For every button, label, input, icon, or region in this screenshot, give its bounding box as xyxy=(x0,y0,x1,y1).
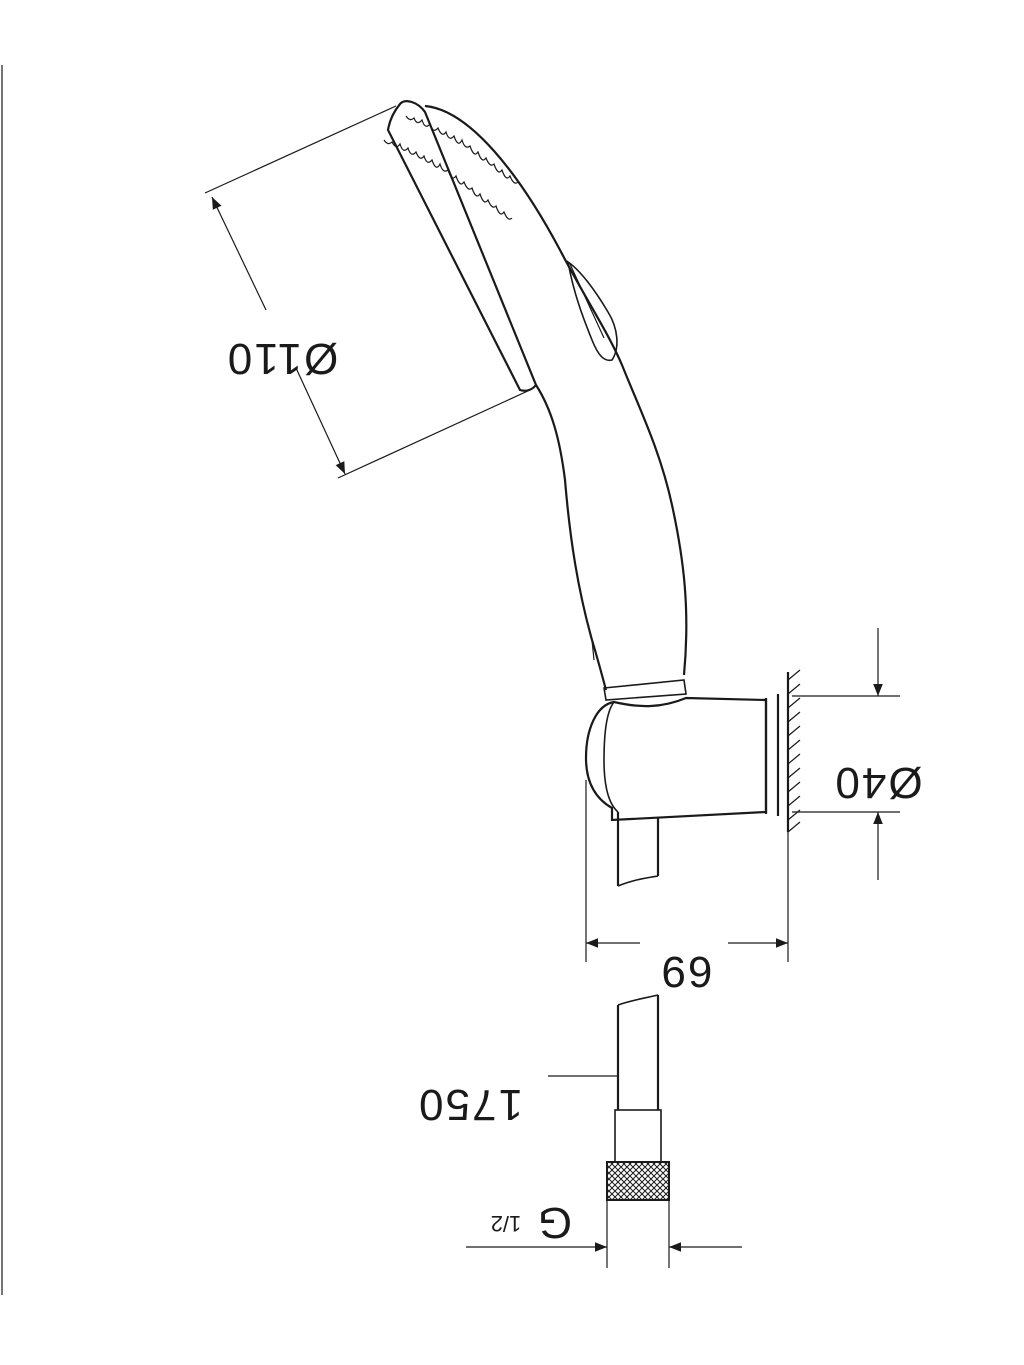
dim-hose-length-label: 1750 xyxy=(417,1080,523,1129)
dim-line-head xyxy=(211,196,267,311)
spray-nozzles xyxy=(383,139,513,220)
shower-head-face xyxy=(386,100,538,392)
dim-hose-length: 1750 xyxy=(417,1075,618,1129)
spray-selector-button xyxy=(566,260,618,362)
dim-holder-depth-label: 69 xyxy=(660,947,713,996)
hose-upper-break xyxy=(617,875,659,887)
holder-body xyxy=(584,696,768,822)
dim-thread-fraction: 1/2 xyxy=(491,1211,522,1236)
hose-end xyxy=(606,994,670,1268)
dim-head-diameter-label: Ø110 xyxy=(226,334,338,383)
wall-holder xyxy=(584,669,801,887)
shower-head-back xyxy=(424,104,688,676)
knurled-nut xyxy=(606,1161,670,1201)
ext-line-head-bottom xyxy=(337,389,531,479)
wall-hatching xyxy=(787,669,801,833)
dim-holder-diameter-label: Ø40 xyxy=(833,758,922,807)
dim-thread-label: G xyxy=(536,1198,572,1247)
holder-swivel xyxy=(603,701,619,813)
hose-lower-break xyxy=(617,994,659,1006)
button-edge xyxy=(569,263,605,339)
spray-nozzles-inner xyxy=(405,115,519,184)
hose-upper xyxy=(616,812,660,886)
handle-connector xyxy=(603,679,687,701)
shower-handle-front xyxy=(535,384,608,691)
dim-line-head-b xyxy=(295,367,346,475)
dim-holder-diameter: Ø40 xyxy=(792,628,923,880)
hose-ferrule xyxy=(614,1109,662,1163)
dim-thread: G 1/2 xyxy=(466,1198,742,1252)
hand-shower xyxy=(383,100,688,701)
handle-end-line xyxy=(591,639,595,661)
dim-head-diameter: Ø110 xyxy=(204,105,531,479)
dim-holder-depth: 69 xyxy=(585,780,789,996)
ext-line-head-top xyxy=(204,105,397,194)
